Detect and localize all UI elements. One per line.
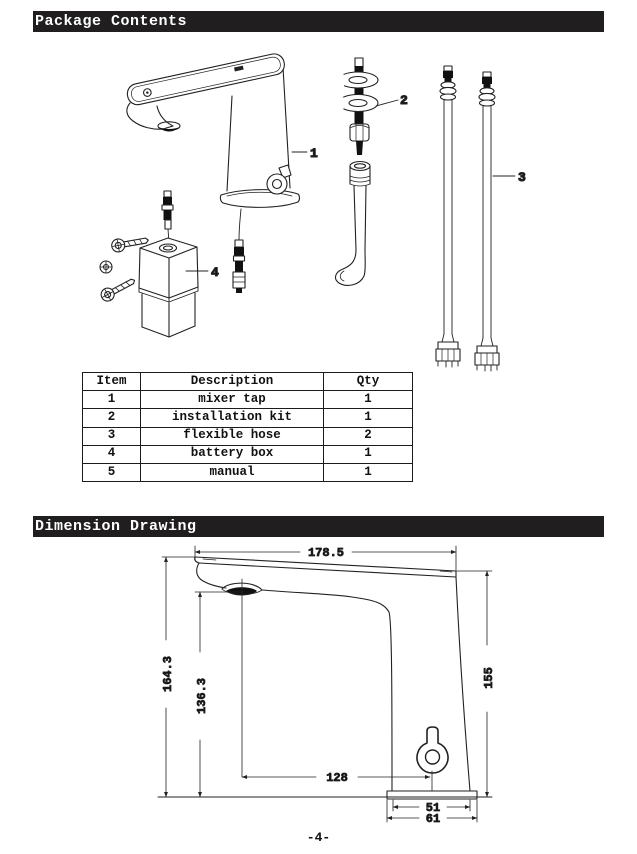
- cell-item: 1: [82, 390, 141, 410]
- cell-description: battery box: [140, 444, 324, 464]
- cell-description: installation kit: [140, 408, 324, 428]
- dim-top-width: 178.5: [308, 546, 344, 560]
- cell-description: manual: [140, 462, 324, 483]
- cell-item: 5: [82, 462, 141, 483]
- dim-right-height: 155: [482, 667, 496, 689]
- installation-kit-drawing: 2: [329, 57, 409, 286]
- screw-icon: [100, 278, 136, 302]
- table-row: 2 installation kit 1: [82, 408, 413, 428]
- sensor-display-mark: [234, 65, 244, 72]
- battery-box-drawing: 4: [99, 190, 220, 338]
- cell-qty: 1: [323, 462, 413, 483]
- package-contents-table: Item Description Qty 1 mixer tap 1 2 ins…: [82, 371, 413, 483]
- cell-item: 3: [82, 426, 141, 446]
- package-contents-figure: 1 2: [99, 53, 527, 372]
- section-title: Package Contents: [35, 13, 188, 30]
- cell-qty: 1: [323, 444, 413, 464]
- header-description: Description: [140, 371, 324, 392]
- dimension-annotations: 178.5 164.3 136.3 155 128 51 61: [161, 545, 496, 826]
- table-header-row: Item Description Qty: [82, 371, 413, 392]
- screw-end-icon: [99, 260, 113, 274]
- cell-qty: 1: [323, 408, 413, 428]
- cell-item: 2: [82, 408, 141, 428]
- table-row: 3 flexible hose 2: [82, 426, 413, 446]
- header-qty: Qty: [323, 371, 413, 392]
- section-title: Dimension Drawing: [35, 518, 197, 535]
- page-number: -4-: [306, 830, 331, 845]
- screw-icon: [111, 237, 149, 253]
- dim-spout-reach: 128: [326, 771, 348, 785]
- cell-description: flexible hose: [140, 426, 324, 446]
- faucet-profile: [157, 556, 493, 800]
- cell-description: mixer tap: [140, 390, 324, 410]
- cell-item: 4: [82, 444, 141, 464]
- callout-leader-2: [375, 99, 399, 107]
- callout-3: 3: [518, 170, 526, 185]
- dim-spout-height: 136.3: [195, 678, 209, 714]
- dim-base-inner-width: 51: [426, 801, 440, 815]
- table-row: 1 mixer tap 1: [82, 390, 413, 410]
- section-header-dimension-drawing: Dimension Drawing: [33, 516, 604, 537]
- callout-4: 4: [211, 265, 219, 280]
- table-row: 5 manual 1: [82, 462, 413, 483]
- flexible-hose-drawing: 3: [435, 65, 527, 372]
- header-item: Item: [82, 371, 141, 392]
- dim-overall-height: 164.3: [161, 656, 175, 692]
- table-row: 4 battery box 1: [82, 444, 413, 464]
- callout-2: 2: [400, 93, 408, 108]
- dimension-drawing-figure: 178.5 164.3 136.3 155 128 51 61: [157, 545, 496, 826]
- dim-base-outer-width: 61: [426, 812, 440, 826]
- callout-1: 1: [310, 146, 318, 161]
- section-header-package-contents: Package Contents: [33, 11, 604, 32]
- mixer-tap-drawing: 1: [126, 53, 319, 293]
- cell-qty: 2: [323, 426, 413, 446]
- cell-qty: 1: [323, 390, 413, 410]
